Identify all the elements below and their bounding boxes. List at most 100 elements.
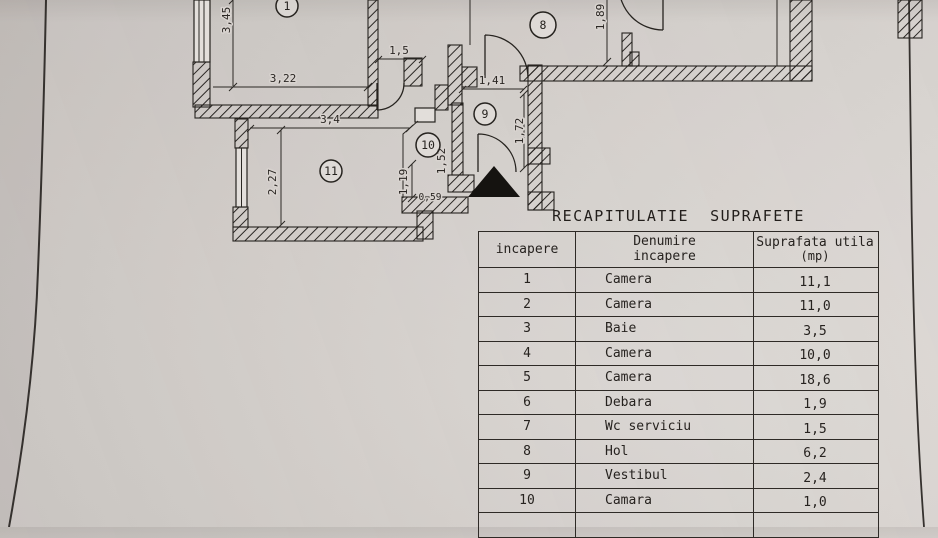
wall xyxy=(447,44,463,106)
wall xyxy=(527,191,555,211)
wall xyxy=(192,61,211,108)
wall xyxy=(451,102,464,176)
wall xyxy=(401,196,469,214)
room-number-cell: 4 xyxy=(479,341,576,365)
table-row: 7 Wc serviciu 1,5 xyxy=(479,415,878,440)
room-name-cell: Camera xyxy=(576,292,754,316)
dimension-line xyxy=(276,125,286,230)
room-number-cell: 7 xyxy=(479,415,576,439)
walls-layer xyxy=(192,0,923,242)
wall xyxy=(403,57,423,87)
area-cell: 3,5 xyxy=(803,323,827,339)
dimension-label: 1,41 xyxy=(479,74,506,87)
table-row: 8 Hol 6,2 xyxy=(479,439,878,464)
header-suprafata: Suprafata utila (mp) xyxy=(754,232,876,267)
table-row: 1 Camera 11,1 xyxy=(479,268,878,293)
window-panes xyxy=(198,0,205,62)
room-10-circle xyxy=(415,132,441,158)
room-number-cell: 5 xyxy=(479,366,576,390)
wall xyxy=(621,32,633,67)
table-row: 4 Camera 10,0 xyxy=(479,341,878,366)
room-number-cell: 1 xyxy=(479,268,576,292)
room-name-cell: Camera xyxy=(576,268,754,292)
wall xyxy=(434,84,449,111)
table-row-partial xyxy=(479,513,878,537)
entrance-arrow xyxy=(468,166,520,197)
dimension-label: 1,52 xyxy=(435,148,448,175)
room-8-circle xyxy=(529,11,557,39)
room-name-cell: Camera xyxy=(576,341,754,365)
table-row: 3 Baie 3,5 xyxy=(479,317,878,342)
area-cell: 11,0 xyxy=(799,299,831,314)
room-name-cell: Baie xyxy=(576,317,754,341)
dimension-label: 2,27 xyxy=(266,169,279,196)
header-line: Suprafata utila xyxy=(756,234,874,250)
surface-table: incapere Denumire incapere Suprafata uti… xyxy=(478,231,879,538)
page-edge-shade xyxy=(0,0,46,527)
room-number-cell: 9 xyxy=(479,464,576,488)
table-row: 9 Vestibul 2,4 xyxy=(479,464,878,489)
room-9-circle xyxy=(473,102,497,126)
area-cell: 6,2 xyxy=(803,446,827,461)
room-label: 1 xyxy=(284,0,291,13)
table-row: 5 Camera 18,6 xyxy=(479,366,878,391)
page-border-right xyxy=(908,0,925,527)
window-symbol xyxy=(193,0,211,63)
room-label: 8 xyxy=(540,18,547,32)
room-name-cell: Debara xyxy=(576,390,754,414)
room-number-cell: 3 xyxy=(479,317,576,341)
wall xyxy=(527,147,551,165)
area-cell: 18,6 xyxy=(799,372,831,388)
room-name-cell: Vestibul xyxy=(576,464,754,488)
header-incapere: incapere xyxy=(479,232,576,267)
dimension-label: 1,72 xyxy=(513,118,526,145)
wall xyxy=(461,66,478,88)
wall xyxy=(447,174,475,193)
area-cell: 1,0 xyxy=(803,495,827,510)
table-row: 6 Debara 1,9 xyxy=(479,390,878,415)
dimension-line xyxy=(246,124,414,133)
room-number-cell: 10 xyxy=(479,488,576,512)
windows-layer xyxy=(193,0,248,208)
dimension-line xyxy=(602,0,612,67)
header-line: Denumire xyxy=(633,233,696,249)
header-denumire: Denumire incapere xyxy=(576,232,754,267)
room-11-circle xyxy=(319,159,343,183)
header-line: incapere xyxy=(633,248,696,264)
dimension-line xyxy=(374,55,427,64)
dimensions-layer: 3,45 3,22 1,5 1,41 1,89 1,72 3,4 2,27 1,… xyxy=(213,0,612,230)
room-number-cell: 6 xyxy=(479,390,576,414)
room-label: 11 xyxy=(324,164,338,178)
room-name-cell: Hol xyxy=(576,439,754,463)
room-number-cell: 8 xyxy=(479,439,576,463)
table-row: 2 Camera 11,0 xyxy=(479,292,878,317)
door-jamb-block xyxy=(414,107,436,123)
door-arc xyxy=(376,82,405,111)
room-1-circle xyxy=(275,0,299,18)
page-border-left xyxy=(8,0,47,527)
doors-layer xyxy=(376,0,664,173)
surface-recap-section: RECAPITULATIE SUPRAFETE incapere Denumir… xyxy=(478,204,879,538)
area-cell: 1,9 xyxy=(803,397,827,412)
door-arc xyxy=(484,34,529,79)
dimension-label: 0,59 xyxy=(419,192,442,203)
room-label: 9 xyxy=(482,107,489,121)
room-number-cell: 2 xyxy=(479,292,576,316)
area-cell: 10,0 xyxy=(799,348,831,363)
floor-plan-drawing: 3,45 3,22 1,5 1,41 1,89 1,72 3,4 2,27 1,… xyxy=(0,0,925,527)
area-cell: 1,5 xyxy=(803,421,827,437)
dimension-label: 3,45 xyxy=(220,7,233,34)
dimension-label: 3,4 xyxy=(320,113,340,126)
dimension-label: 1,19 xyxy=(397,169,410,196)
room-name-cell: Camara xyxy=(576,488,754,512)
dimension-label: 3,22 xyxy=(270,72,297,85)
wall xyxy=(234,118,249,149)
room-number-cell xyxy=(479,513,576,537)
door-arc xyxy=(620,0,664,31)
dimension-line xyxy=(407,159,417,203)
area-cell xyxy=(754,513,876,537)
room-labels-layer: 1 8 9 10 11 xyxy=(275,0,557,183)
area-cell: 2,4 xyxy=(803,470,827,486)
table-row: 10 Camara 1,0 xyxy=(479,488,878,513)
wall xyxy=(232,206,249,228)
